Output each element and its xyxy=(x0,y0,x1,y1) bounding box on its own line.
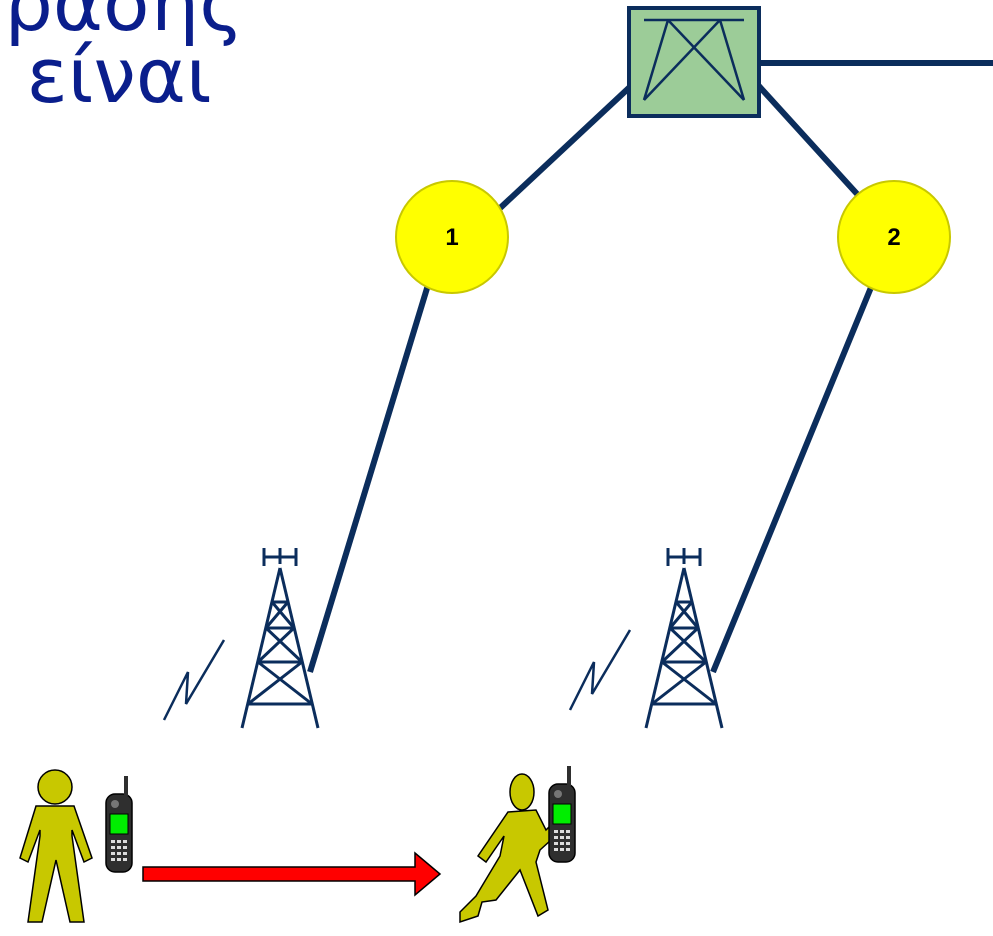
mobile-phone-icon xyxy=(548,765,576,863)
antenna-tower-icon xyxy=(240,546,320,730)
node-1: 1 xyxy=(395,180,509,294)
node-2: 2 xyxy=(837,180,951,294)
title-line-1: ςρασης xyxy=(0,0,244,48)
radio-signal-icon xyxy=(568,628,632,712)
standing-person-icon xyxy=(19,769,93,923)
link-node-2-to-tower-2 xyxy=(710,283,875,674)
node-1-label: 1 xyxy=(445,224,458,251)
mobile-phone-icon xyxy=(105,775,133,873)
link-node-1-to-tower-1 xyxy=(307,284,431,673)
switching-center-icon xyxy=(627,6,761,118)
link-switch-to-node-2 xyxy=(755,82,861,198)
movement-arrow-icon xyxy=(142,851,442,897)
network-links xyxy=(307,60,993,674)
link-switch-to-node-1 xyxy=(495,82,635,213)
walking-person-icon xyxy=(459,773,563,924)
title-line-2: ν είναι xyxy=(0,31,212,120)
radio-signal-icon xyxy=(162,638,226,722)
node-2-label: 2 xyxy=(887,224,900,251)
antenna-tower-icon xyxy=(644,546,724,730)
